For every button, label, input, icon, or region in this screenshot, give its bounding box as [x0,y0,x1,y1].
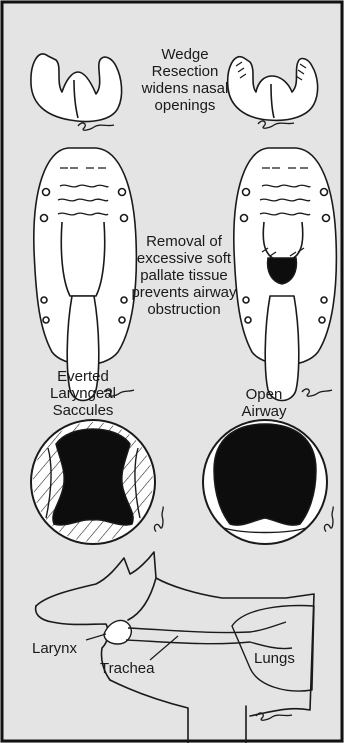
open-airway-title-line: Open [214,386,314,403]
nose-caption: Wedge Resection widens nasal openings [130,46,240,114]
everted-saccules-drawing [30,420,156,544]
everted-saccules-title-line: Everted [28,368,138,385]
palate-caption-line: prevents airway [124,284,244,301]
open-airway-title: Open Airway [214,386,314,420]
open-airway-title-line: Airway [214,403,314,420]
palate-caption: Removal of excessive soft pallate tissue… [124,233,244,318]
everted-saccules-title-line: Laryngeal [28,385,138,402]
palate-caption-line: pallate tissue [124,267,244,284]
palate-caption-line: excessive soft [124,250,244,267]
nose-caption-line: openings [130,97,240,114]
palate-caption-line: obstruction [124,301,244,318]
nose-caption-line: Resection [130,63,240,80]
open-airway-drawing [203,420,327,544]
nose-caption-line: widens nasal [130,80,240,97]
nose-caption-line: Wedge [130,46,240,63]
trachea-label: Trachea [100,660,170,677]
palate-caption-line: Removal of [124,233,244,250]
everted-saccules-title: Everted Laryngeal Saccules [28,368,138,419]
everted-saccules-title-line: Saccules [28,402,138,419]
larynx-label: Larynx [32,640,92,657]
lungs-label: Lungs [254,650,314,667]
